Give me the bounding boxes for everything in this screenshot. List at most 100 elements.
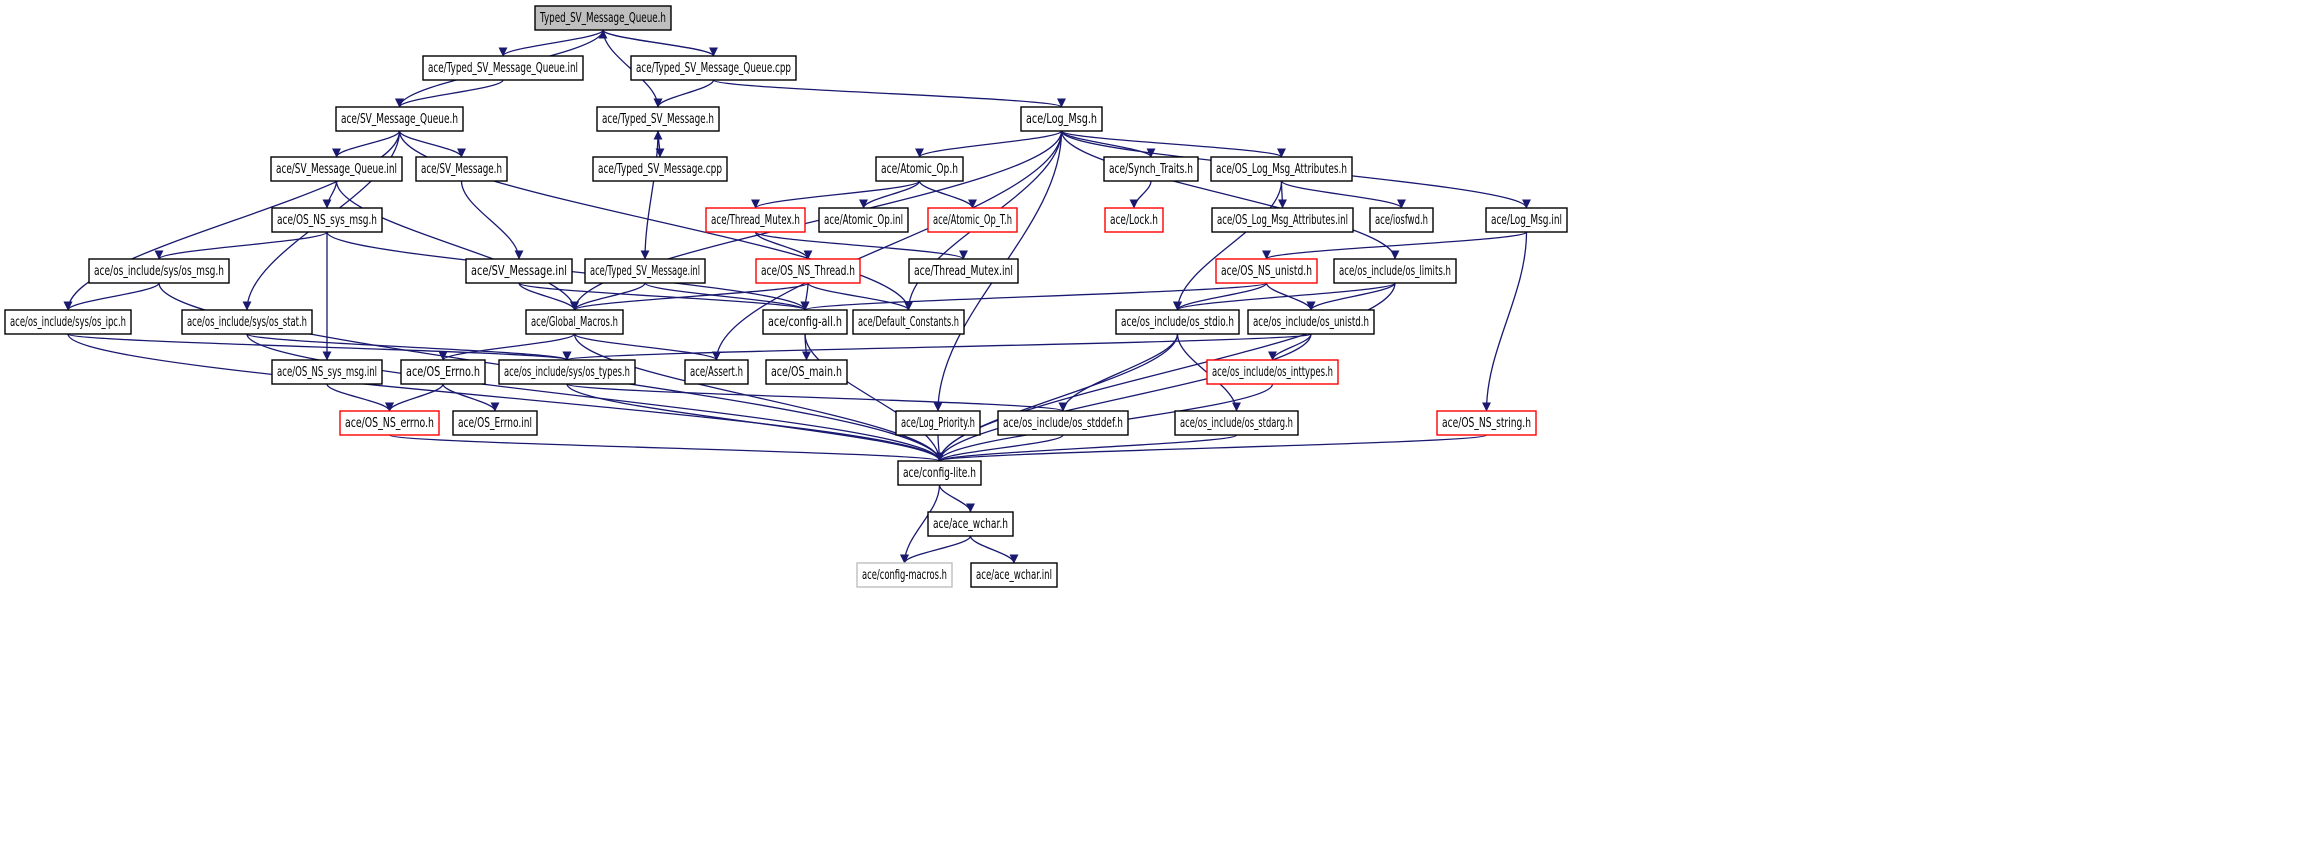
node-n10[interactable]: ace/Synch_Traits.h — [1103, 156, 1199, 182]
node-n31[interactable]: ace/Default_Constants.h — [852, 309, 965, 335]
node-box[interactable] — [997, 410, 1129, 436]
node-box[interactable] — [875, 156, 964, 182]
node-n29[interactable]: ace/Global_Macros.h — [525, 309, 624, 335]
node-n2[interactable]: ace/Typed_SV_Message_Queue.cpp — [630, 55, 797, 81]
node-n38[interactable]: ace/OS_main.h — [765, 359, 848, 385]
node-box[interactable] — [271, 207, 383, 233]
node-box[interactable] — [596, 106, 720, 132]
node-box[interactable] — [970, 562, 1058, 588]
node-n20[interactable]: ace/os_include/sys/os_msg.h — [88, 258, 230, 284]
node-n17[interactable]: ace/OS_Log_Msg_Attributes.inl — [1211, 207, 1354, 233]
node-box[interactable] — [1210, 156, 1353, 182]
node-n40[interactable]: ace/OS_NS_errno.h — [339, 410, 440, 436]
node-n46[interactable]: ace/config-lite.h — [897, 460, 982, 486]
node-n12[interactable]: ace/OS_NS_sys_msg.h — [271, 207, 383, 233]
node-n30[interactable]: ace/config-all.h — [762, 309, 848, 335]
node-n26[interactable]: ace/os_include/os_limits.h — [1333, 258, 1457, 284]
node-n16[interactable]: ace/Lock.h — [1104, 207, 1164, 233]
node-box[interactable] — [1103, 156, 1199, 182]
node-box[interactable] — [818, 207, 909, 233]
node-n1[interactable]: ace/Typed_SV_Message_Queue.inl — [422, 55, 584, 81]
node-box[interactable] — [592, 156, 728, 182]
node-box[interactable] — [1206, 359, 1339, 385]
node-box[interactable] — [1436, 410, 1537, 436]
node-box[interactable] — [498, 359, 636, 385]
node-box[interactable] — [415, 156, 508, 182]
node-n36[interactable]: ace/os_include/sys/os_types.h — [498, 359, 636, 385]
node-n19[interactable]: ace/Log_Msg.inl — [1485, 207, 1568, 233]
node-box[interactable] — [897, 460, 982, 486]
node-n48[interactable]: ace/config-macros.h — [856, 562, 953, 588]
node-n33[interactable]: ace/os_include/os_unistd.h — [1247, 309, 1375, 335]
node-box[interactable] — [1369, 207, 1434, 233]
node-n15[interactable]: ace/Atomic_Op_T.h — [927, 207, 1018, 233]
node-n5[interactable]: ace/Log_Msg.h — [1020, 106, 1103, 132]
node-box[interactable] — [684, 359, 749, 385]
node-n22[interactable]: ace/Typed_SV_Message.inl — [584, 258, 706, 284]
node-box[interactable] — [927, 207, 1018, 233]
node-box[interactable] — [895, 410, 981, 436]
node-n18[interactable]: ace/iosfwd.h — [1369, 207, 1434, 233]
node-box[interactable] — [927, 511, 1014, 537]
node-box[interactable] — [1247, 309, 1375, 335]
node-box[interactable] — [534, 5, 672, 31]
node-box[interactable] — [630, 55, 797, 81]
node-n35[interactable]: ace/OS_Errno.h — [400, 359, 486, 385]
node-n6[interactable]: ace/SV_Message_Queue.inl — [270, 156, 403, 182]
node-n24[interactable]: ace/Thread_Mutex.inl — [908, 258, 1019, 284]
node-n14[interactable]: ace/Atomic_Op.inl — [818, 207, 909, 233]
node-box[interactable] — [4, 309, 132, 335]
node-n41[interactable]: ace/OS_Errno.inl — [452, 410, 538, 436]
node-box[interactable] — [852, 309, 965, 335]
node-n7[interactable]: ace/SV_Message.h — [415, 156, 508, 182]
node-box[interactable] — [755, 258, 861, 284]
node-box[interactable] — [705, 207, 806, 233]
node-box[interactable] — [181, 309, 313, 335]
node-n0[interactable]: Typed_SV_Message_Queue.h — [534, 5, 672, 31]
node-box[interactable] — [271, 359, 383, 385]
node-box[interactable] — [339, 410, 440, 436]
node-n25[interactable]: ace/OS_NS_unistd.h — [1215, 258, 1318, 284]
node-n37[interactable]: ace/Assert.h — [684, 359, 749, 385]
node-box[interactable] — [856, 562, 953, 588]
node-box[interactable] — [1211, 207, 1354, 233]
node-n45[interactable]: ace/OS_NS_string.h — [1436, 410, 1537, 436]
node-box[interactable] — [584, 258, 706, 284]
node-box[interactable] — [452, 410, 538, 436]
node-n34[interactable]: ace/OS_NS_sys_msg.inl — [271, 359, 383, 385]
node-n44[interactable]: ace/os_include/os_stdarg.h — [1174, 410, 1299, 436]
node-n43[interactable]: ace/os_include/os_stddef.h — [997, 410, 1129, 436]
node-n39[interactable]: ace/os_include/os_inttypes.h — [1206, 359, 1339, 385]
node-n28[interactable]: ace/os_include/sys/os_stat.h — [181, 309, 313, 335]
node-box[interactable] — [762, 309, 848, 335]
node-box[interactable] — [270, 156, 403, 182]
node-n47[interactable]: ace/ace_wchar.h — [927, 511, 1014, 537]
node-box[interactable] — [465, 258, 573, 284]
node-box[interactable] — [400, 359, 486, 385]
node-n21[interactable]: ace/SV_Message.inl — [465, 258, 573, 284]
node-n9[interactable]: ace/Atomic_Op.h — [875, 156, 964, 182]
node-n13[interactable]: ace/Thread_Mutex.h — [705, 207, 806, 233]
node-box[interactable] — [1485, 207, 1568, 233]
node-box[interactable] — [1115, 309, 1240, 335]
node-box[interactable] — [1020, 106, 1103, 132]
node-box[interactable] — [908, 258, 1019, 284]
node-n8[interactable]: ace/Typed_SV_Message.cpp — [592, 156, 728, 182]
node-box[interactable] — [765, 359, 848, 385]
node-n49[interactable]: ace/ace_wchar.inl — [970, 562, 1058, 588]
node-box[interactable] — [525, 309, 624, 335]
node-n23[interactable]: ace/OS_NS_Thread.h — [755, 258, 861, 284]
node-n32[interactable]: ace/os_include/os_stdio.h — [1115, 309, 1240, 335]
node-n42[interactable]: ace/Log_Priority.h — [895, 410, 981, 436]
node-box[interactable] — [422, 55, 584, 81]
node-n27[interactable]: ace/os_include/sys/os_ipc.h — [4, 309, 132, 335]
node-n3[interactable]: ace/SV_Message_Queue.h — [335, 106, 464, 132]
node-box[interactable] — [88, 258, 230, 284]
node-box[interactable] — [335, 106, 464, 132]
node-box[interactable] — [1215, 258, 1318, 284]
node-box[interactable] — [1104, 207, 1164, 233]
node-n11[interactable]: ace/OS_Log_Msg_Attributes.h — [1210, 156, 1353, 182]
node-n4[interactable]: ace/Typed_SV_Message.h — [596, 106, 720, 132]
node-box[interactable] — [1174, 410, 1299, 436]
node-box[interactable] — [1333, 258, 1457, 284]
